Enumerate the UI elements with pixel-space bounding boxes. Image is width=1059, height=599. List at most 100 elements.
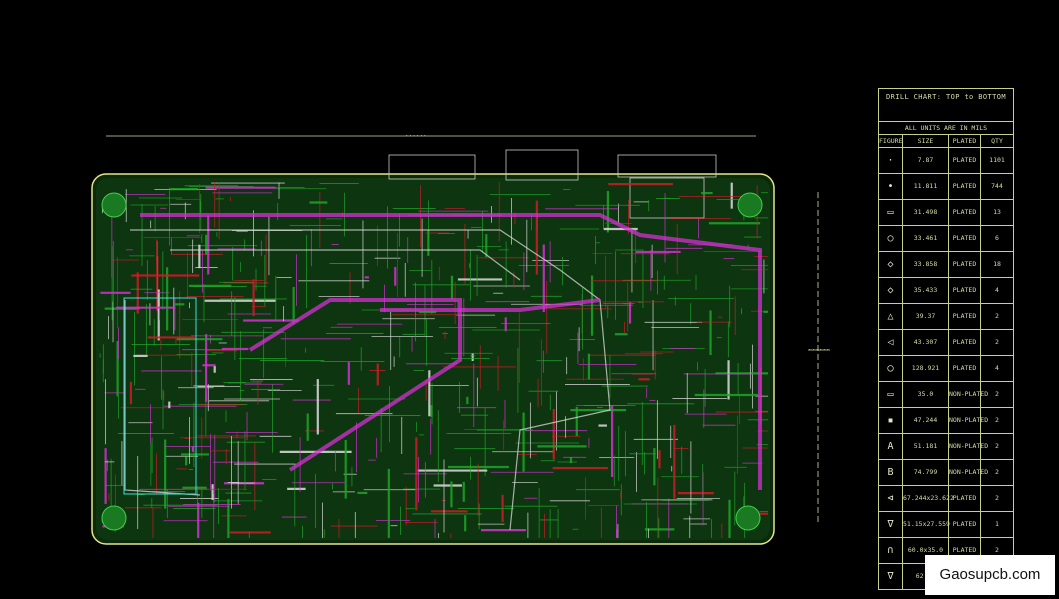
pcb-board <box>91 149 775 545</box>
dimension-label-top: ...... <box>405 131 427 138</box>
drill-cell-figure: ◁ <box>879 330 903 355</box>
top-connectors <box>388 149 717 219</box>
drill-cell-figure: ∇ <box>879 512 903 537</box>
drill-cell-plated: PLATED <box>949 200 981 225</box>
drill-chart-header: FIGURE SIZE PLATED QTY <box>879 135 1013 148</box>
drill-cell-size: 128.921 <box>903 356 949 381</box>
drill-cell-qty: 2 <box>995 338 999 346</box>
drill-cell-size: 39.37 <box>903 304 949 329</box>
drill-cell-qty: 2 <box>995 312 999 320</box>
drill-cell-plated: NON-PLATED <box>949 382 988 407</box>
drill-cell-plated: PLATED <box>949 304 981 329</box>
drill-cell-plated: PLATED <box>949 538 981 563</box>
drill-cell-size: 35.433 <box>903 278 949 303</box>
mounting-hole-tl <box>101 192 127 218</box>
drill-cell-figure: ▪ <box>879 408 903 433</box>
drill-cell-size: 11.811 <box>903 174 949 199</box>
drill-chart-units: ALL UNITS ARE IN MILS <box>879 122 1013 135</box>
ground-plane <box>96 178 770 540</box>
drill-cell-plated: PLATED <box>949 174 981 199</box>
drill-cell-qty: 4 <box>995 286 999 294</box>
drill-cell-plated: NON-PLATED <box>949 434 988 459</box>
drill-cell-plated: PLATED <box>949 252 981 277</box>
drill-cell-qty: 4 <box>995 364 999 372</box>
drill-cell-size: 31.498 <box>903 200 949 225</box>
mounting-hole-bl <box>101 505 127 531</box>
drill-cell-plated: NON-PLATED <box>949 460 988 485</box>
drill-cell-qty: 2 <box>995 494 999 502</box>
drill-cell-qty: 18 <box>993 260 1001 268</box>
header-qty: QTY <box>991 137 1003 145</box>
mounting-hole-br <box>735 505 761 531</box>
drill-cell-plated: NON-PLATED <box>949 408 988 433</box>
drill-cell-qty: 2 <box>995 416 999 424</box>
drill-cell-plated: PLATED <box>949 278 981 303</box>
drill-cell-figure: ∩ <box>879 538 903 563</box>
drill-cell-figure: B <box>879 460 903 485</box>
drill-cell-size: 60.0x35.0 <box>903 538 949 563</box>
drill-cell-qty: 1 <box>995 520 999 528</box>
drill-cell-size: 51.15x27.559 <box>903 512 950 537</box>
drill-cell-size: 33.858 <box>903 252 949 277</box>
drill-cell-figure: △ <box>879 304 903 329</box>
drill-cell-size: 67.244x23.622 <box>903 486 954 511</box>
drill-cell-figure: ◇ <box>879 252 903 277</box>
drill-cell-qty: 2 <box>995 390 999 398</box>
drill-cell-figure: A <box>879 434 903 459</box>
drill-cell-size: 33.461 <box>903 226 949 251</box>
drill-cell-plated: PLATED <box>949 226 981 251</box>
drill-cell-figure: · <box>879 148 903 173</box>
drill-cell-size: 51.181 <box>903 434 949 459</box>
drill-cell-size: 74.799 <box>903 460 949 485</box>
mounting-hole-tr <box>737 192 763 218</box>
drill-cell-plated: PLATED <box>949 512 981 537</box>
drill-cell-qty: 6 <box>995 234 999 242</box>
dimension-label-right: ...... <box>808 345 830 352</box>
header-figure: FIGURE <box>879 135 903 147</box>
drill-cell-figure: ⊲ <box>879 486 903 511</box>
drill-cell-size: 43.307 <box>903 330 949 355</box>
drill-cell-plated: PLATED <box>949 486 981 511</box>
drill-cell-size: 47.244 <box>903 408 949 433</box>
drill-cell-figure: ∇ <box>879 564 903 589</box>
drill-cell-size: 7.87 <box>903 148 949 173</box>
drill-cell-plated: PLATED <box>949 148 981 173</box>
drill-cell-size: 35.0 <box>903 382 949 407</box>
mounting-holes <box>101 192 763 531</box>
drill-cell-qty: 744 <box>991 182 1003 190</box>
drill-cell-qty: 13 <box>993 208 1001 216</box>
drill-cell-qty: 2 <box>995 468 999 476</box>
drill-cell-plated: PLATED <box>949 356 981 381</box>
drill-cell-plated: PLATED <box>949 330 981 355</box>
watermark: Gaosupcb.com <box>925 555 1055 595</box>
drill-cell-qty: 2 <box>995 442 999 450</box>
header-plated: PLATED <box>949 135 981 147</box>
drill-cell-figure: ▭ <box>879 200 903 225</box>
drill-cell-figure: ◇ <box>879 278 903 303</box>
drill-chart-table: DRILL CHART: TOP to BOTTOM ALL UNITS ARE… <box>878 88 1014 590</box>
drill-cell-figure: ▭ <box>879 382 903 407</box>
drill-cell-figure: ◯ <box>879 356 903 381</box>
routing-traces <box>99 182 768 538</box>
dimension-lines <box>106 135 830 525</box>
drill-chart-title: DRILL CHART: TOP to BOTTOM <box>879 89 1013 122</box>
drill-cell-figure: ○ <box>879 226 903 251</box>
header-size: SIZE <box>903 135 949 147</box>
drill-cell-qty: 1101 <box>989 156 1005 164</box>
